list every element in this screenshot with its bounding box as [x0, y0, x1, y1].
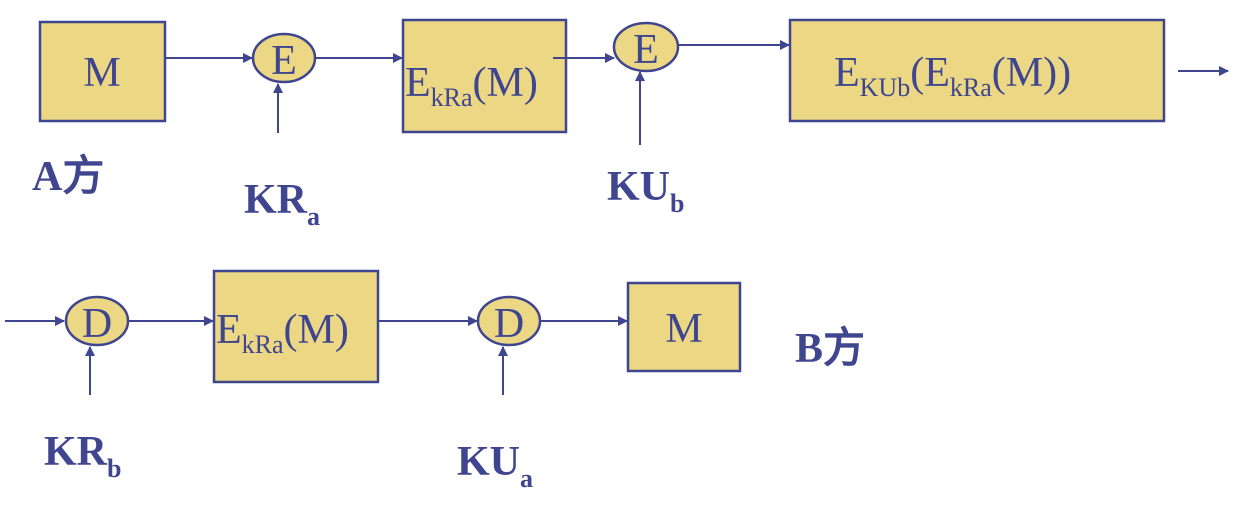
ciphertext-label: EkRa(M)	[405, 60, 538, 112]
encrypt-node-2: E	[612, 21, 680, 73]
message-label: M	[83, 50, 120, 96]
key-kra-label: KRa	[244, 177, 320, 231]
ciphertext-box-1: EkRa(M)	[401, 18, 568, 134]
encrypt-node-1: E	[251, 32, 317, 84]
key-kua-label: KUa	[457, 439, 533, 493]
ciphertext-label: EkRa(M)	[216, 307, 349, 359]
decrypt-node-2: D	[476, 295, 542, 347]
decrypt-node-1: D	[64, 295, 130, 347]
message-box-a: M	[38, 20, 167, 123]
decrypt-label: D	[82, 301, 112, 347]
key-krb-label: KRb	[44, 429, 121, 483]
key-kub-label: KUb	[607, 164, 684, 218]
double-ciphertext-label: EKUb(EkRa(M))	[834, 50, 1071, 102]
encrypt-label: E	[633, 27, 659, 73]
ciphertext-box-3: EkRa(M)	[212, 269, 380, 384]
message-label: M	[665, 306, 702, 352]
party-a-label: A方	[32, 153, 104, 200]
encrypt-label: E	[271, 38, 297, 84]
message-box-b: M	[626, 281, 742, 373]
party-b-label: B方	[795, 325, 865, 372]
ciphertext-box-2: EKUb(EkRa(M))	[788, 18, 1166, 123]
decrypt-label: D	[494, 301, 524, 347]
